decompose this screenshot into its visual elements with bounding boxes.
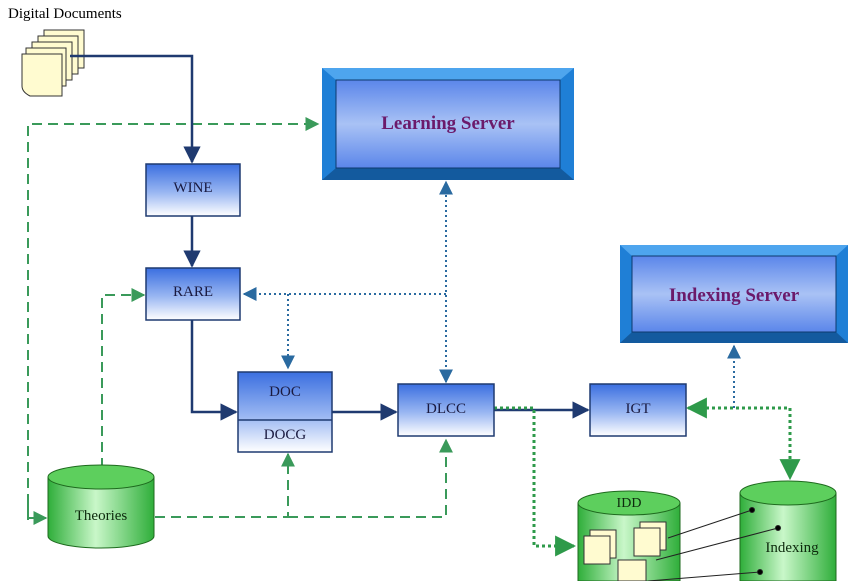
doc-label: DOC [269,384,301,400]
page-title: Digital Documents [8,6,122,22]
igt-box [589,383,687,437]
indexing-server-label: Indexing Server [668,285,800,306]
indexing-database [739,480,837,581]
wine-box [145,163,241,217]
link-dlcc-idd [494,406,577,557]
learning-server-label: Learning Server [381,113,515,134]
feedback-theories-to-rare [101,288,146,468]
indexing-server-node [620,245,848,343]
rare-label: RARE [172,284,213,300]
feedback-to-learning-server [27,117,320,520]
docg-label: DOCG [263,427,307,443]
doc-box [237,371,333,453]
idd-label: IDD [616,496,642,511]
igt-label: IGT [625,401,651,417]
theories-label: Theories [74,508,128,524]
feedback-into-theories [27,500,48,525]
dlcc-label: DLCC [425,401,466,417]
documents-stack-icon [21,29,85,97]
flow-docs-to-wine [70,54,201,164]
dlcc-box [397,383,495,437]
feedback-theories-to-docg [155,452,295,518]
rare-box [145,267,241,321]
learning-server-node [322,68,574,180]
wine-label: WINE [173,180,213,196]
indexing-db-label: Indexing [765,540,819,556]
feedback-theories-to-dlcc [288,438,453,518]
flow-rare-to-doc [190,320,238,421]
link-igt-indexing-db [685,397,801,481]
theories-database [47,464,155,549]
idd-documents-icon [583,521,667,581]
index-pointers [647,507,781,581]
